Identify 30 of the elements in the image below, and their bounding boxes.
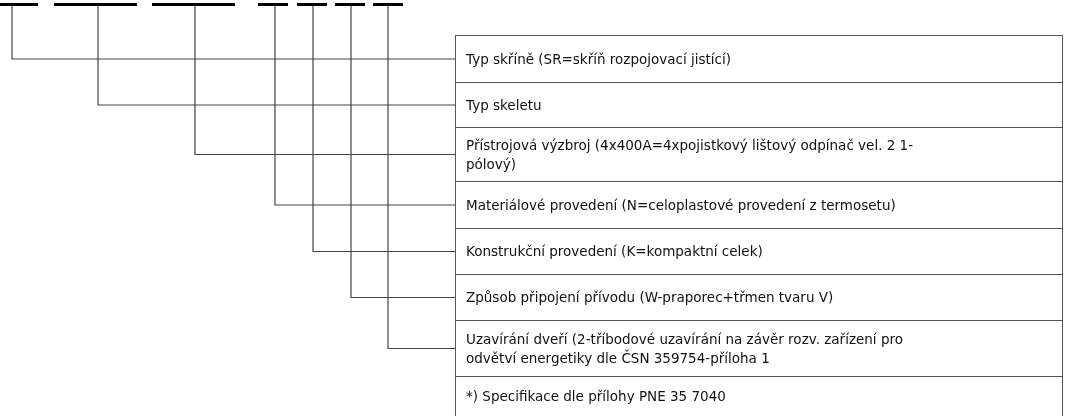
row-text: Konstrukční provedení (K=kompaktní celek) — [466, 242, 763, 261]
row-text: Materiálové provedení (N=celoplastové provedení z termosetu) — [466, 195, 896, 215]
underline-bar — [297, 3, 327, 6]
connector-line — [97, 5, 456, 106]
row-text: Způsob připojení přívodu (W-praporec+třmen tvaru V) — [466, 288, 834, 307]
connector-line — [194, 5, 456, 156]
table-row — [455, 320, 1063, 377]
row-text: Uzavírání dveří (2-tříbodové uzavírání na závěr rozv. zařízení pro odvětví energetiky dle ČSN 359754-příloha 1 — [466, 329, 904, 368]
connector-line — [387, 5, 456, 350]
underline-bar — [0, 3, 38, 6]
underline-bar — [335, 3, 365, 6]
underline-bar — [373, 3, 403, 6]
underline-bar — [258, 3, 288, 6]
row-text: *) Specifikace dle přílohy PNE 35 7040 — [466, 387, 726, 406]
underline-bar — [54, 3, 137, 6]
connector-line — [350, 5, 456, 299]
table-row — [455, 376, 1063, 416]
connector-line — [312, 5, 456, 253]
table-row — [455, 228, 1063, 275]
table-row — [455, 274, 1063, 321]
connector-line — [274, 5, 456, 206]
underline-bar — [152, 3, 235, 6]
table-row — [455, 181, 1063, 229]
table-row — [455, 35, 1063, 83]
row-text: Typ skříně (SR=skříň rozpojovací jistící) — [466, 49, 731, 69]
table-row — [455, 127, 1063, 182]
row-text: Přístrojová výzbroj (4x400A=4xpojistkový lištový odpínač vel. 2 1-pólový) — [466, 135, 915, 174]
table-row — [455, 82, 1063, 128]
connector-line — [11, 5, 456, 60]
row-text: Typ skeletu — [466, 95, 542, 115]
